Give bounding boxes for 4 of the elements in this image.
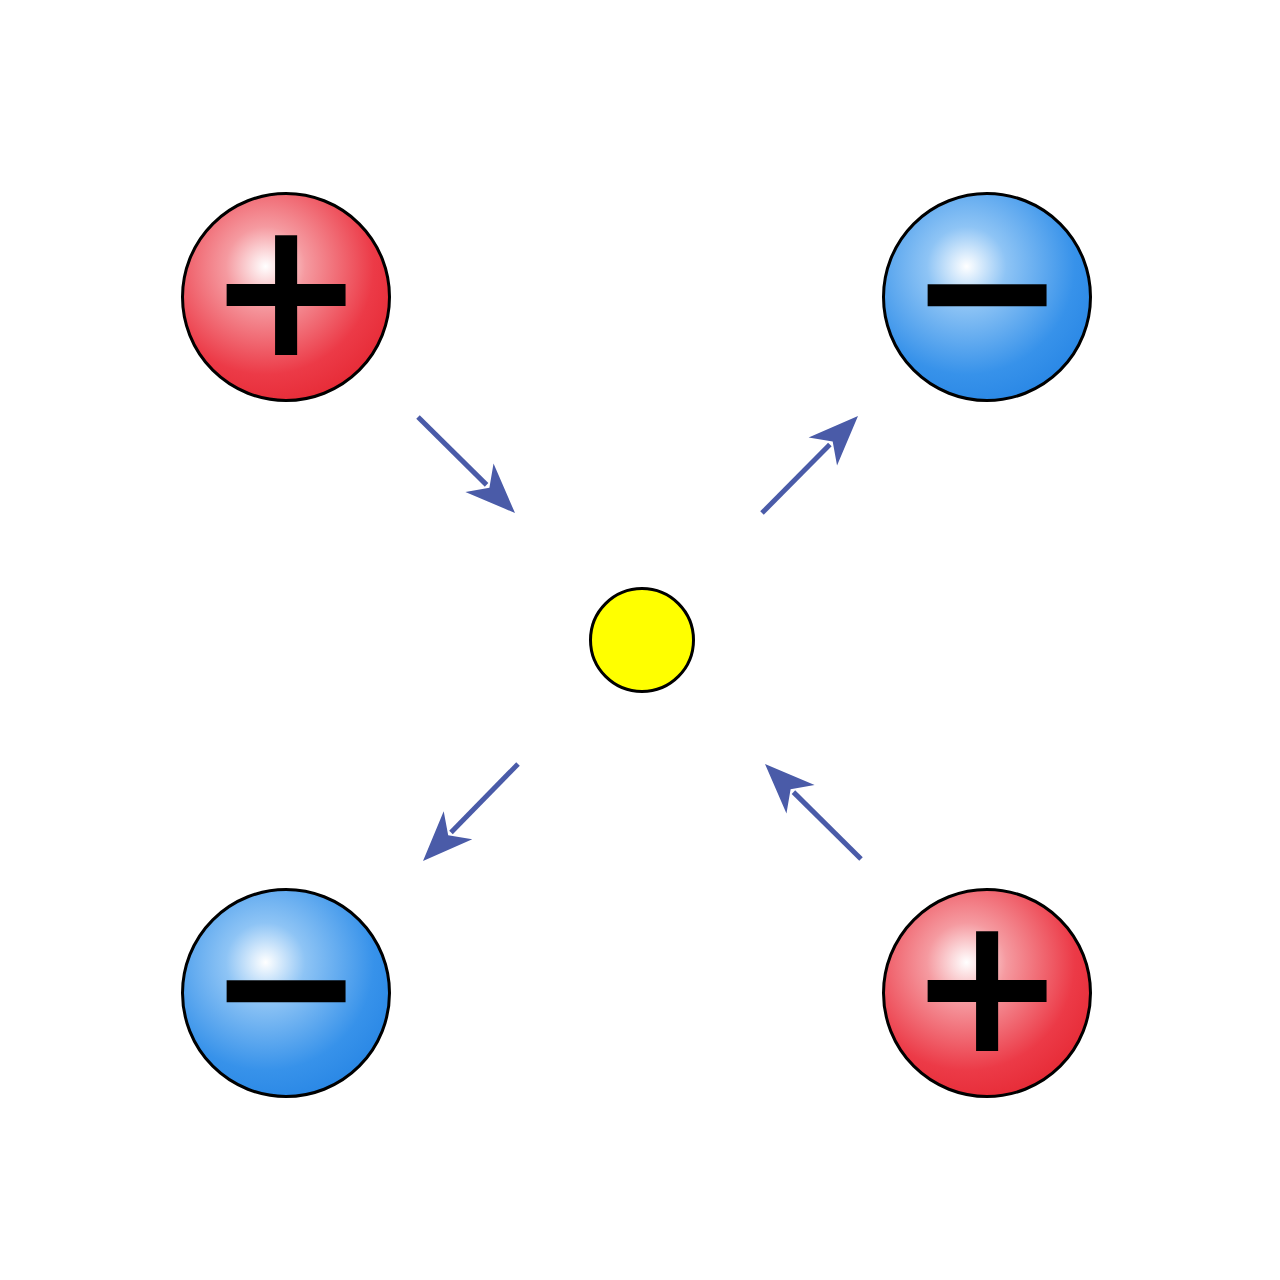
charge-sign: − <box>907 195 1067 385</box>
charge-sign: + <box>206 195 366 385</box>
charge-sign: − <box>206 891 366 1081</box>
charge-sign: + <box>907 891 1067 1081</box>
